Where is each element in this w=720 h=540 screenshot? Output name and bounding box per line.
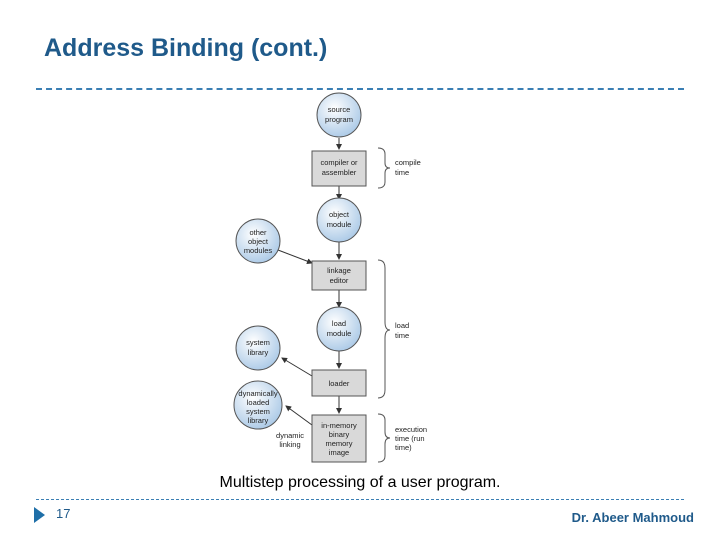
compiler-box: compiler or assembler — [311, 150, 367, 187]
slide-title: Address Binding (cont.) — [44, 34, 328, 62]
in-memory-label-1: in-memory — [321, 421, 357, 430]
execution-time-label-3: time) — [395, 443, 412, 452]
page-number: 17 — [56, 506, 71, 521]
linkage-editor-label-1: linkage — [327, 266, 351, 275]
phase-braces — [377, 147, 391, 463]
source-program-node: source program — [316, 92, 362, 138]
other-modules-label-1: other — [249, 228, 267, 237]
compiler-label-2: assembler — [322, 168, 357, 177]
load-module-node: load module — [316, 306, 362, 352]
object-module-node: object module — [316, 197, 362, 243]
object-module-label-2: module — [327, 220, 352, 229]
dynamic-library-label-2: loaded — [247, 398, 270, 407]
flow-arrows — [277, 138, 342, 426]
load-module-label-2: module — [327, 329, 352, 338]
dynamic-library-label-4: library — [248, 416, 269, 425]
dynamic-linking-label: dynamic linking — [276, 431, 304, 449]
load-time-label: load time — [395, 321, 409, 340]
linkage-editor-box: linkage editor — [311, 260, 367, 291]
author-footer: Dr. Abeer Mahmoud — [571, 510, 694, 525]
other-modules-label-3: modules — [244, 246, 273, 255]
in-memory-label-3: memory — [325, 439, 352, 448]
dynamic-library-label-1: dynamically — [238, 389, 277, 398]
dynamic-linking-label-1: dynamic — [276, 431, 304, 440]
dynamic-linking-label-2: linking — [279, 440, 300, 449]
loader-box: loader — [311, 369, 367, 397]
in-memory-image-box: in-memory binary memory image — [311, 414, 367, 463]
source-program-label-1: source — [328, 105, 351, 114]
other-object-modules-node: other object modules — [235, 218, 281, 264]
load-module-label-1: load — [332, 319, 346, 328]
bottom-divider — [36, 499, 684, 500]
dynamic-library-label-3: system — [246, 407, 270, 416]
source-program-label-2: program — [325, 115, 353, 124]
linkage-editor-label-2: editor — [330, 276, 349, 285]
figure-caption: Multistep processing of a user program. — [219, 474, 501, 491]
load-time-label-1: load — [395, 321, 409, 330]
top-divider — [36, 88, 684, 90]
in-memory-label-4: image — [329, 448, 349, 457]
system-library-label-2: library — [248, 348, 269, 357]
loader-label: loader — [329, 379, 350, 388]
compile-time-label-1: compile — [395, 158, 421, 167]
other-modules-label-2: object — [248, 237, 269, 246]
execution-time-label: execution time (run time) — [395, 425, 427, 452]
compile-time-label: compile time — [395, 158, 421, 177]
compiler-label-1: compiler or — [320, 158, 358, 167]
execution-time-label-2: time (run — [395, 434, 425, 443]
compile-time-label-2: time — [395, 168, 409, 177]
dynamic-library-node: dynamically loaded system library — [233, 380, 283, 430]
triangle-bullet-icon — [34, 507, 45, 523]
execution-time-label-1: execution — [395, 425, 427, 434]
system-library-label-1: system — [246, 338, 270, 347]
in-memory-label-2: binary — [329, 430, 350, 439]
load-time-label-2: time — [395, 331, 409, 340]
system-library-node: system library — [235, 325, 281, 371]
object-module-label-1: object — [329, 210, 350, 219]
